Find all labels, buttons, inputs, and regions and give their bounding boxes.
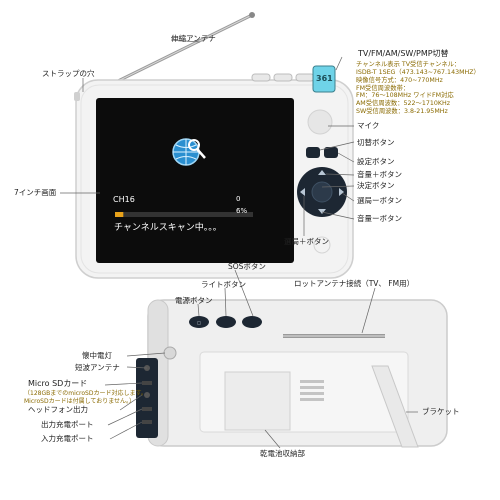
svg-text:◯: ◯ xyxy=(197,320,202,325)
label-battery: 乾電池収納部 xyxy=(260,449,305,458)
tv-screen xyxy=(96,98,294,263)
spec-note: チャンネル表示 TV受信チャンネル： ISDB-T 1SEG（473.143~7… xyxy=(356,61,480,116)
antenna-tip xyxy=(249,12,255,18)
microsd-note-line-2: MicroSDカードは付属しておりません。） xyxy=(24,397,136,405)
spec-line-7: SW受信周波数：3.8-21.95MHz xyxy=(356,108,448,116)
enter-button xyxy=(311,181,333,203)
label-volume-down: 音量ーボタン xyxy=(357,214,402,223)
spec-line-1: チャンネル表示 TV受信チャンネル： xyxy=(356,61,461,68)
label-mic: マイク xyxy=(357,121,380,130)
label-channel-down: 選局ーボタン xyxy=(357,196,402,205)
top-button-3 xyxy=(295,73,315,82)
label-power-button: 電源ボタン xyxy=(175,296,213,305)
back-top-buttons: ◯ xyxy=(189,316,262,328)
label-mode-switch: TV/FM/AM/SW/PMP切替 xyxy=(358,49,449,58)
label-volume-up: 音量＋ボタン xyxy=(357,170,402,179)
scan-progress-track xyxy=(115,212,253,217)
spec-line-5: FM：76～108MHz ワイドFM対応 xyxy=(356,92,454,100)
screen-channel: CH16 xyxy=(113,195,135,204)
label-microsd: Micro SDカード xyxy=(28,379,88,388)
label-enter-button: 決定ボタン xyxy=(357,181,395,190)
label-headphone: ヘッドフォン出力 xyxy=(28,405,88,414)
top-button-1 xyxy=(251,73,271,82)
globe-search-icon xyxy=(172,138,206,166)
label-screen-size: 7インチ画面 xyxy=(14,188,57,197)
strap-hole xyxy=(74,92,80,101)
flashlight-lens xyxy=(163,346,177,360)
spec-line-3: 映像信号方式：470~770MHz xyxy=(356,76,443,84)
label-sos-button: SOSボタン xyxy=(228,262,266,271)
channel-up-arrow xyxy=(300,188,305,196)
label-output-port: 出力充電ポート xyxy=(41,420,94,429)
label-settings-button: 設定ボタン xyxy=(357,157,395,166)
label-bracket: ブラケット xyxy=(422,407,460,416)
microsd-note: （128GBまでのmicroSDカード対応します。 MicroSDカードは付属し… xyxy=(24,390,147,405)
back-grille xyxy=(300,380,324,401)
volume-up-arrow xyxy=(318,170,326,175)
bracket xyxy=(371,365,419,448)
label-switch-button: 切替ボタン xyxy=(357,138,395,147)
switch-button xyxy=(306,147,320,158)
mini-lcd xyxy=(312,65,336,93)
microsd-note-line-1: （128GBまでのmicroSDカード対応します。 xyxy=(24,390,147,397)
spec-line-4: FM受信周波数帯： xyxy=(356,84,410,92)
screen-progress-value: 0 xyxy=(236,195,241,203)
label-flashlight: 懐中電灯 xyxy=(82,351,112,360)
volume-down-arrow xyxy=(318,209,326,214)
channel-down-arrow xyxy=(339,188,344,196)
label-input-port: 入力充電ポート xyxy=(41,434,94,443)
top-button-2 xyxy=(273,73,293,82)
settings-button xyxy=(324,147,338,158)
label-rod-antenna: ロットアンテナ接続（TV、 FM用） xyxy=(294,279,415,288)
dpad xyxy=(297,167,347,217)
spec-line-6: AM受信周波数：522～1710KHz xyxy=(356,100,451,108)
spec-line-2: ISDB-T 1SEG（473.143~767.143MHZ） xyxy=(356,68,480,76)
battery-compartment xyxy=(224,371,291,431)
label-antenna: 伸縮アンテナ xyxy=(171,34,216,43)
label-light-button: ライトボタン xyxy=(201,280,246,289)
label-strap-hole: ストラップの穴 xyxy=(42,69,95,78)
screen-progress-percent: 6% xyxy=(236,207,248,215)
label-short-antenna: 短波アンテナ xyxy=(75,363,120,372)
lcd-readout: 361 xyxy=(316,74,333,83)
scan-progress-fill xyxy=(115,212,124,217)
screen-message: チャンネルスキャン中。。。 xyxy=(114,223,222,233)
label-channel-up: 選局＋ボタン xyxy=(284,237,329,246)
